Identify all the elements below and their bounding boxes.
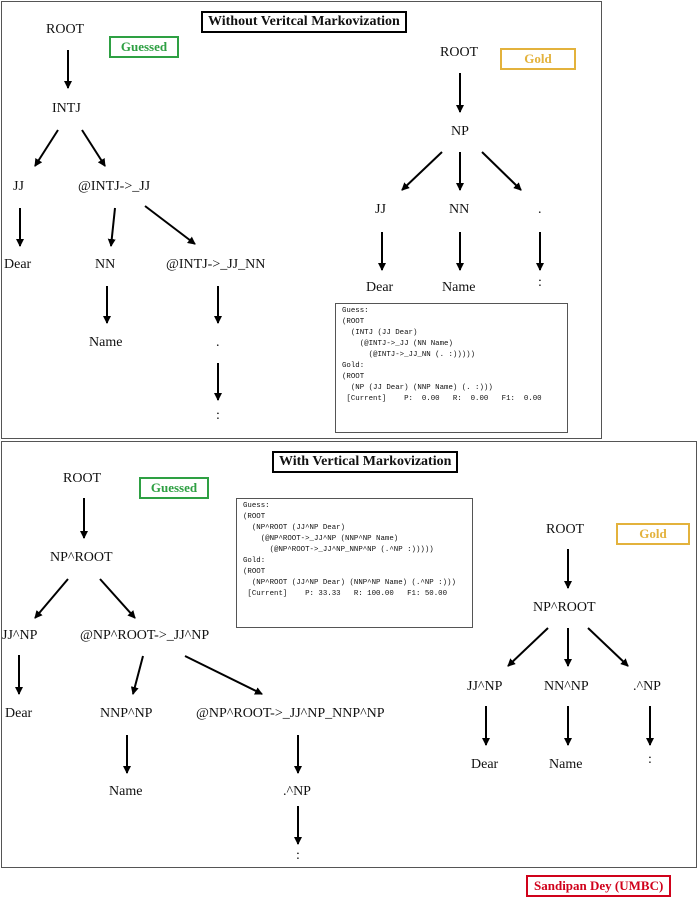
gold-node-name: Name	[442, 280, 476, 295]
node-dot: .	[216, 335, 220, 350]
node-nn: NN	[95, 257, 116, 272]
bg-node-name: Name	[549, 757, 583, 772]
b-node-jj-np: JJ^NP	[2, 628, 38, 643]
code-line: Guess:	[243, 502, 270, 510]
b-node-dot-np: .^NP	[283, 784, 311, 799]
edge-intjjj-nn	[107, 207, 116, 247]
code-line: (ROOT	[243, 568, 266, 576]
node-root: ROOT	[46, 22, 85, 37]
bg-node-jj-np: JJ^NP	[467, 679, 503, 694]
top-title: Without Veritcal Markovization	[201, 11, 407, 33]
edge-b-nproot-nprootjj	[99, 578, 136, 619]
b-node-np-root: NP^ROOT	[50, 550, 113, 565]
bg-node-root: ROOT	[546, 522, 585, 537]
gold-node-colon: :	[538, 275, 542, 290]
edge-b-nprootjj-nnpnp	[130, 655, 144, 695]
code-line: (@INTJ->_JJ (NN Name)	[342, 340, 453, 348]
code-line: (NP (JJ Dear) (NNP Name) (. :)))	[342, 384, 493, 392]
code-line: (INTJ (JJ Dear)	[342, 329, 418, 337]
top-eval-box: Guess: (ROOT (INTJ (JJ Dear) (@INTJ->_JJ…	[335, 303, 568, 433]
b-node-root: ROOT	[63, 471, 102, 486]
edge-intj-intjjj	[81, 129, 106, 167]
node-jj: JJ	[13, 179, 24, 194]
edge-bg-nproot-dotnp	[587, 627, 629, 667]
top-gold-tag: Gold	[500, 48, 576, 70]
bottom-title: With Vertical Markovization	[272, 451, 459, 473]
bg-node-np-root: NP^ROOT	[533, 600, 596, 615]
code-line: [Current] P: 0.00 R: 0.00 F1: 0.00	[342, 395, 542, 403]
code-line: Guess:	[342, 307, 369, 315]
code-line: (@INTJ->_JJ_NN (. :)))))	[342, 351, 476, 359]
edge-intjjj-intjjjnn	[144, 205, 196, 245]
edge-b-nproot-jjnp	[34, 578, 69, 619]
node-dear: Dear	[4, 257, 32, 272]
code-line: Gold:	[243, 557, 266, 565]
code-line: (ROOT	[342, 318, 365, 326]
gold-node-np: NP	[451, 124, 469, 139]
gold-node-nn: NN	[449, 202, 470, 217]
node-intj-jj: @INTJ->_JJ	[78, 179, 151, 194]
node-name: Name	[89, 335, 123, 350]
edge-intj-jj	[34, 129, 59, 167]
bg-node-nn-np: NN^NP	[544, 679, 589, 694]
bottom-guessed-tag: Guessed	[139, 477, 209, 499]
bg-node-colon: :	[648, 752, 652, 767]
gold-node-jj: JJ	[375, 202, 386, 217]
edge-gold-np-dot	[481, 151, 522, 191]
code-line: Gold:	[342, 362, 365, 370]
gold-node-root: ROOT	[440, 45, 479, 60]
bottom-eval-box: Guess: (ROOT (NP^ROOT (JJ^NP Dear) (@NP^…	[236, 498, 473, 628]
code-line: (ROOT	[243, 513, 266, 521]
edge-b-nprootjj-nprootjjnnp	[184, 655, 263, 695]
gold-node-dear: Dear	[366, 280, 394, 295]
edge-gold-np-jj	[401, 151, 443, 191]
b-node-np-root-jj-nnp: @NP^ROOT->_JJ^NP_NNP^NP	[196, 706, 385, 721]
bottom-gold-tag: Gold	[616, 523, 690, 545]
node-intj: INTJ	[52, 101, 81, 116]
b-node-np-root-jj: @NP^ROOT->_JJ^NP	[80, 628, 210, 643]
gold-node-dot: .	[538, 202, 542, 217]
edge-bg-nproot-jjnp	[507, 627, 549, 667]
node-intj-jj-nn: @INTJ->_JJ_NN	[166, 257, 266, 272]
top-guessed-tag: Guessed	[109, 36, 179, 58]
author-signature: Sandipan Dey (UMBC)	[526, 875, 672, 897]
b-node-nnp-np: NNP^NP	[100, 706, 153, 721]
code-line: (NP^ROOT (JJ^NP Dear) (NNP^NP Name) (.^N…	[243, 579, 456, 587]
code-line: (ROOT	[342, 373, 365, 381]
code-line: (@NP^ROOT->_JJ^NP (NNP^NP Name)	[243, 535, 399, 543]
node-colon: :	[216, 408, 220, 423]
code-line: (@NP^ROOT->_JJ^NP_NNP^NP (.^NP :)))))	[243, 546, 434, 554]
b-node-name: Name	[109, 784, 143, 799]
code-line: (NP^ROOT (JJ^NP Dear)	[243, 524, 346, 532]
bg-node-dot-np: .^NP	[633, 679, 661, 694]
code-line: [Current] P: 33.33 R: 100.00 F1: 50.00	[243, 590, 448, 598]
bg-node-dear: Dear	[471, 757, 499, 772]
b-node-colon: :	[296, 848, 300, 863]
b-node-dear: Dear	[5, 706, 33, 721]
